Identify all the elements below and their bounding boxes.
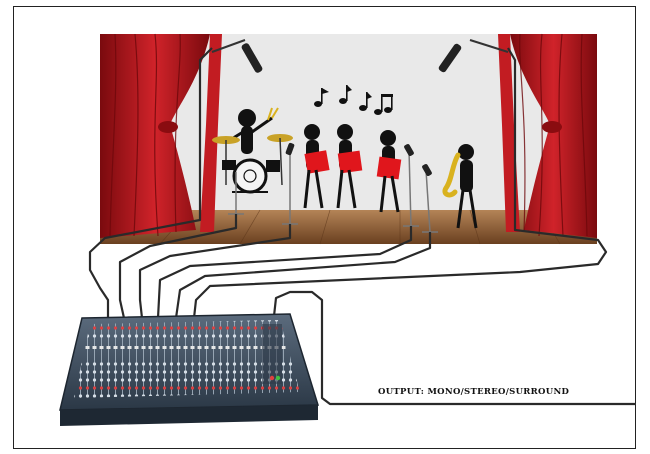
mixing-console-icon	[60, 314, 318, 426]
output-label: OUTPUT: MONO/STEREO/SURROUND	[378, 387, 569, 397]
master-section	[262, 324, 282, 384]
songbook	[377, 157, 402, 180]
cable-5	[176, 232, 430, 318]
